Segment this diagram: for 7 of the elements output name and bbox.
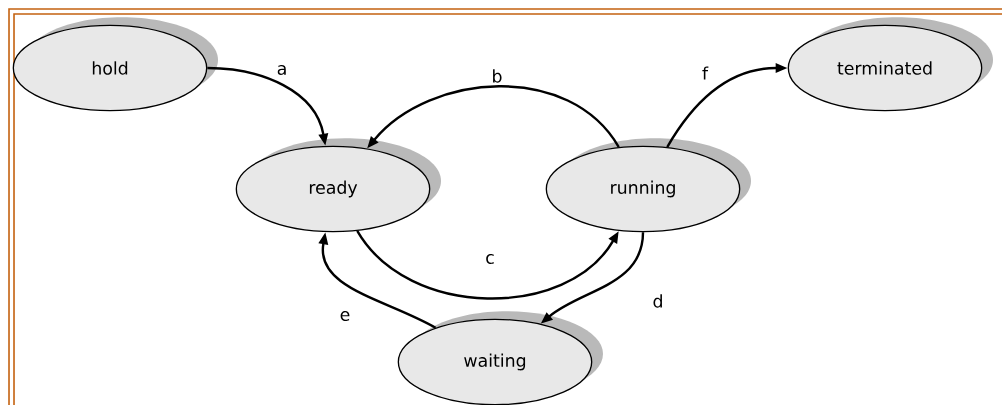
edge-label: d [651, 292, 665, 310]
edge-label: e [338, 309, 352, 323]
edge-label: b [490, 67, 504, 85]
edge-label: c [483, 252, 497, 266]
edge-label: a [275, 63, 289, 77]
arrow [356, 230, 619, 300]
edge-label: f [700, 65, 710, 81]
